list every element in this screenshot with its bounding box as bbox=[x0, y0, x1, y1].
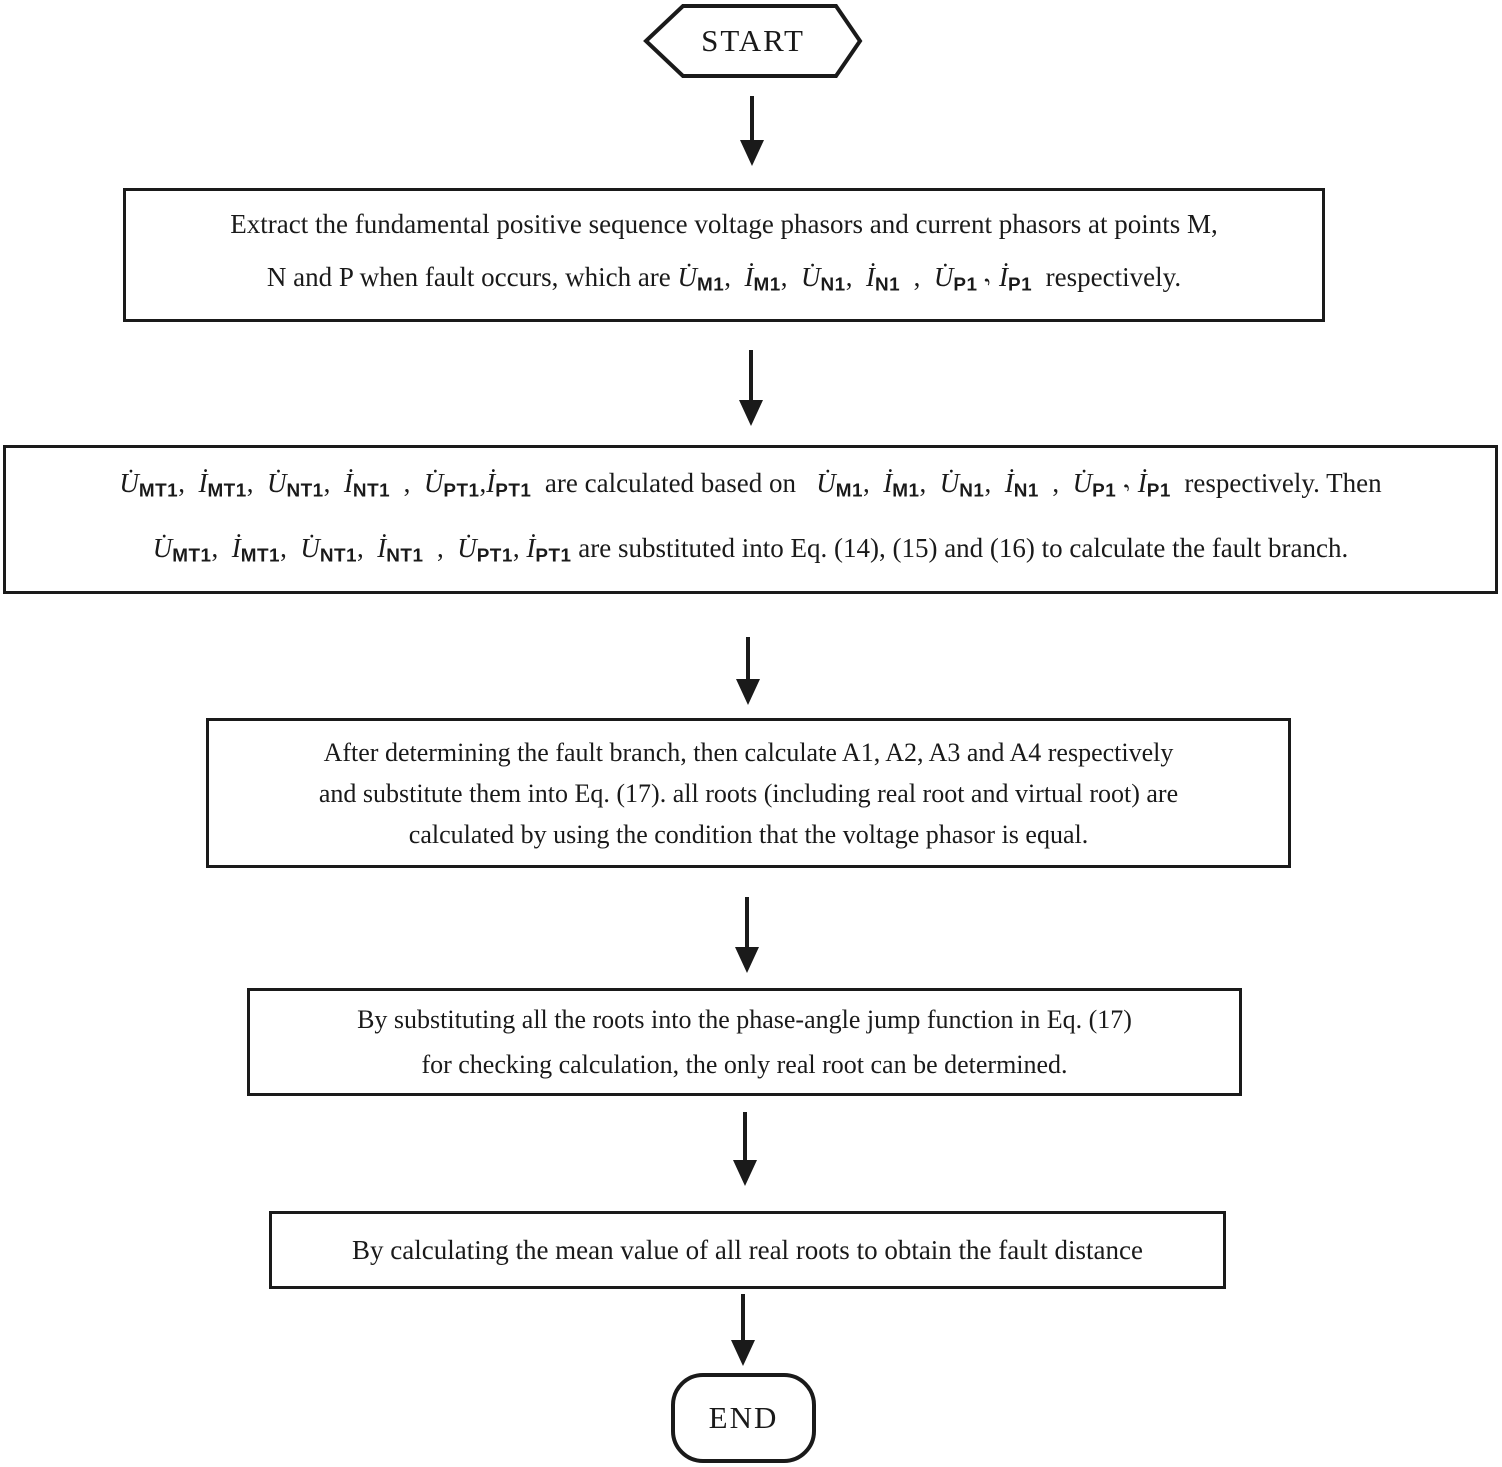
phasor-symbol: İM1 bbox=[744, 262, 781, 296]
box-text-line: U̇MT1, İMT1, U̇NT1, İNT1 , U̇PT1,İPT1… bbox=[119, 455, 1381, 520]
phasor-symbol: U̇PT1 bbox=[423, 467, 480, 502]
flow-arrow-3 bbox=[736, 637, 760, 705]
hexagon-shape bbox=[643, 3, 863, 78]
phasor-symbol: U̇N1 bbox=[801, 262, 846, 296]
arrow-shaft bbox=[746, 637, 750, 679]
phasor-symbol: İN1 bbox=[865, 262, 901, 296]
arrow-head-icon bbox=[740, 140, 764, 166]
arrow-shaft bbox=[749, 350, 753, 400]
arrow-shaft bbox=[741, 1294, 745, 1340]
phasor-symbol: İM1 bbox=[883, 467, 920, 502]
arrow-head-icon bbox=[736, 679, 760, 705]
flow-arrow-5 bbox=[733, 1112, 757, 1186]
arrow-head-icon bbox=[735, 947, 759, 973]
phasor-symbol: U̇PT1 bbox=[457, 532, 513, 567]
phasor-symbol: İP1 bbox=[999, 262, 1033, 296]
process-box-calculate-roots: After determining the fault branch, then… bbox=[206, 718, 1291, 868]
box-text-line: After determining the fault branch, then… bbox=[323, 737, 1174, 767]
phasor-symbol: U̇NT1 bbox=[300, 532, 358, 567]
phasor-symbol: U̇P1 bbox=[933, 262, 978, 296]
phasor-symbol: U̇P1 bbox=[1072, 467, 1117, 502]
process-box-extract-phasors: Extract the fundamental positive sequenc… bbox=[123, 188, 1325, 322]
box-text-line: Extract the fundamental positive sequenc… bbox=[230, 209, 1218, 240]
flow-arrow-2 bbox=[739, 350, 763, 426]
process-box-calculate-branch: U̇MT1, İMT1, U̇NT1, İNT1 , U̇PT1,İPT1… bbox=[3, 445, 1498, 594]
process-box-check-real-root: By substituting all the roots into the p… bbox=[247, 988, 1242, 1096]
flow-arrow-6 bbox=[731, 1294, 755, 1366]
box-text-line: N and P when fault occurs, which are U̇M… bbox=[267, 251, 1181, 312]
phasor-symbol: İMT1 bbox=[231, 532, 281, 567]
box-text-line: By calculating the mean value of all rea… bbox=[352, 1235, 1143, 1265]
arrow-shaft bbox=[750, 96, 754, 140]
phasor-symbol: İPT1 bbox=[526, 532, 572, 567]
phasor-symbol: İPT1 bbox=[486, 467, 532, 502]
end-terminator: END bbox=[671, 1373, 816, 1463]
arrow-head-icon bbox=[733, 1160, 757, 1186]
phasor-symbol: İP1 bbox=[1137, 467, 1171, 502]
phasor-symbol: U̇NT1 bbox=[266, 467, 324, 502]
start-terminator: START bbox=[643, 3, 863, 79]
phasor-symbol: U̇N1 bbox=[939, 467, 985, 502]
arrow-shaft bbox=[743, 1112, 747, 1160]
phasor-symbol: İN1 bbox=[1004, 467, 1039, 502]
phasor-symbol: İMT1 bbox=[198, 467, 247, 502]
phasor-symbol: U̇MT1 bbox=[119, 467, 179, 502]
arrow-head-icon bbox=[739, 400, 763, 426]
box-text-line: for checking calculation, the only real … bbox=[421, 1050, 1068, 1079]
start-label: START bbox=[701, 23, 805, 58]
phasor-symbol: İNT1 bbox=[343, 467, 391, 502]
phasor-symbol: U̇M1 bbox=[677, 262, 725, 296]
box-text-line: and substitute them into Eq. (17). all r… bbox=[318, 778, 1179, 808]
phasor-symbol: U̇M1 bbox=[816, 467, 864, 502]
box-text-line: calculated by using the condition that t… bbox=[408, 819, 1089, 849]
box-text-line: U̇MT1, İMT1, U̇NT1, İNT1 , U̇PT1, İPT… bbox=[152, 532, 1349, 567]
phasor-symbol: İNT1 bbox=[377, 532, 424, 567]
arrow-shaft bbox=[745, 897, 749, 947]
end-label: END bbox=[708, 1400, 779, 1435]
arrow-head-icon bbox=[731, 1340, 755, 1366]
box-text-line: By substituting all the roots into the p… bbox=[357, 1005, 1132, 1034]
flow-arrow-1 bbox=[740, 96, 764, 166]
process-box-mean-fault-distance: By calculating the mean value of all rea… bbox=[269, 1211, 1226, 1289]
phasor-symbol: U̇MT1 bbox=[152, 532, 212, 567]
flow-arrow-4 bbox=[735, 897, 759, 973]
